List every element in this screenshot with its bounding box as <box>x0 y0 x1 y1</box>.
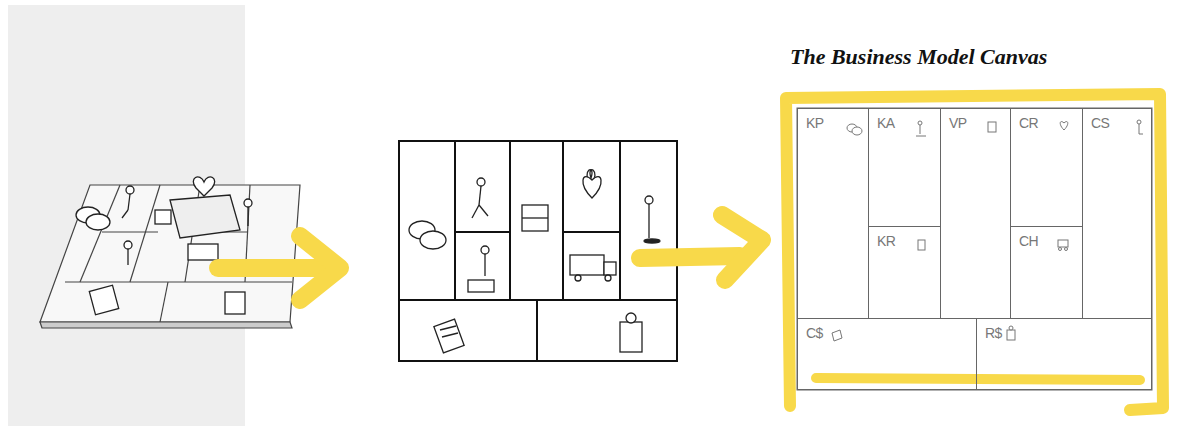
middle-icons <box>409 170 660 353</box>
cell-label: KR <box>877 233 895 249</box>
canvas-cell: CR <box>1010 108 1083 227</box>
canvas-cell: KP <box>797 108 869 319</box>
cell-label: KP <box>806 115 824 131</box>
yellow-arrow <box>640 215 762 280</box>
cell-label: R$ <box>985 325 1002 341</box>
canvas-cell: VP <box>940 108 1011 319</box>
canvas-title: The Business Model Canvas <box>790 44 1047 70</box>
canvas-border <box>797 108 1152 390</box>
cell-label: CS <box>1091 115 1109 131</box>
canvas-cell: KR <box>868 226 941 319</box>
cell-label: CR <box>1019 115 1038 131</box>
cell-icons <box>832 120 1143 341</box>
canvas-cell: CH <box>1010 226 1083 319</box>
canvas-cell: KA <box>868 108 941 227</box>
cell-label: C$ <box>806 325 823 341</box>
canvas-cell: R$ <box>976 318 1152 390</box>
canvas-cell: C$ <box>797 318 977 390</box>
cell-label: KA <box>877 115 895 131</box>
cell-label: CH <box>1019 233 1038 249</box>
yellow-highlight <box>786 94 1163 410</box>
canvas-cell: CS <box>1082 108 1152 319</box>
yellow-arrow <box>218 236 340 300</box>
cell-label: VP <box>949 115 967 131</box>
isometric-icons <box>76 177 252 315</box>
isometric-canvas <box>40 185 300 328</box>
